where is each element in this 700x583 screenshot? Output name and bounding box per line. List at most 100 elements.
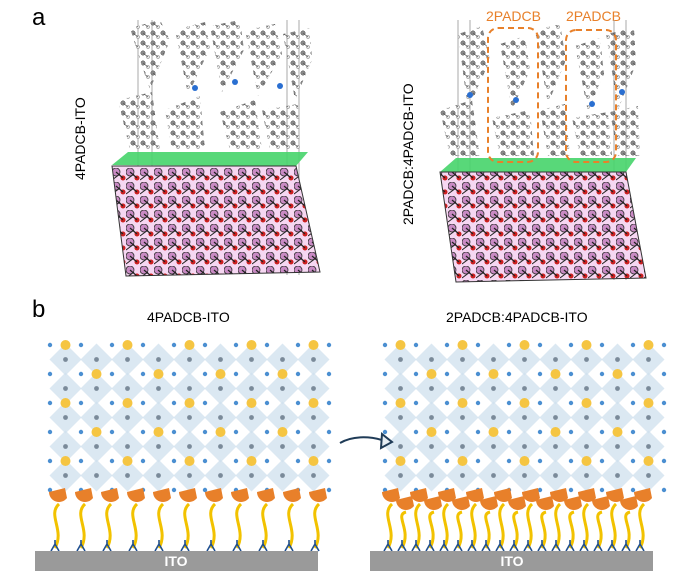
x-site-dot: [569, 401, 573, 405]
b-site-dot: [460, 357, 465, 362]
a-site-cation: [551, 369, 561, 379]
x-site-dot: [631, 430, 635, 434]
x-site-dot: [662, 430, 666, 434]
x-site-dot: [507, 430, 511, 434]
x-site-dot: [79, 372, 83, 376]
x-site-dot: [476, 401, 480, 405]
a-site-cation: [582, 398, 592, 408]
sam-headgroup: [231, 488, 249, 502]
x-site-dot: [662, 372, 666, 376]
b-site-dot: [63, 444, 68, 449]
a-site-cation: [278, 369, 288, 379]
a-site-cation: [458, 398, 468, 408]
b-site-dot: [429, 386, 434, 391]
a-site-cation: [154, 369, 164, 379]
x-site-dot: [172, 343, 176, 347]
x-site-dot: [569, 488, 573, 492]
x-site-dot: [48, 343, 52, 347]
perovskite-lattice-right: [383, 340, 666, 492]
a-site-cation: [396, 340, 406, 350]
x-site-dot: [445, 401, 449, 405]
a-site-cation: [427, 427, 437, 437]
x-site-dot: [172, 372, 176, 376]
x-site-dot: [631, 372, 635, 376]
x-site-dot: [631, 343, 635, 347]
x-site-dot: [296, 401, 300, 405]
x-site-dot: [141, 343, 145, 347]
x-site-dot: [383, 401, 387, 405]
b-site-dot: [63, 415, 68, 420]
x-site-dot: [234, 372, 238, 376]
x-site-dot: [445, 430, 449, 434]
a-site-cation: [185, 340, 195, 350]
b-site-dot: [646, 415, 651, 420]
a-site-cation: [613, 427, 623, 437]
b-site-dot: [522, 473, 527, 478]
x-site-dot: [327, 459, 331, 463]
b-site-dot: [311, 415, 316, 420]
b-site-dot: [311, 444, 316, 449]
a-site-cation: [582, 340, 592, 350]
x-site-dot: [538, 401, 542, 405]
b-site-dot: [522, 444, 527, 449]
a-site-cation: [216, 427, 226, 437]
x-site-dot: [296, 459, 300, 463]
sam-headgroup: [153, 488, 171, 502]
b-site-dot: [553, 415, 558, 420]
a-site-cation: [278, 427, 288, 437]
x-site-dot: [110, 459, 114, 463]
sam-headgroup: [179, 488, 197, 502]
x-site-dot: [234, 343, 238, 347]
x-site-dot: [569, 343, 573, 347]
b-site-dot: [311, 357, 316, 362]
sam-headgroup: [205, 488, 223, 502]
x-site-dot: [296, 372, 300, 376]
x-site-dot: [327, 372, 331, 376]
b-site-dot: [63, 386, 68, 391]
a-site-cation: [123, 398, 133, 408]
a-site-cation: [61, 456, 71, 466]
b-site-dot: [584, 357, 589, 362]
x-site-dot: [110, 430, 114, 434]
b-site-dot: [156, 444, 161, 449]
x-site-dot: [476, 459, 480, 463]
x-site-dot: [631, 401, 635, 405]
x-site-dot: [203, 343, 207, 347]
a-site-cation: [520, 456, 530, 466]
b-site-dot: [584, 473, 589, 478]
b-site-dot: [249, 357, 254, 362]
b-site-dot: [249, 473, 254, 478]
x-site-dot: [48, 430, 52, 434]
x-site-dot: [538, 343, 542, 347]
b-site-dot: [584, 386, 589, 391]
b-site-dot: [125, 386, 130, 391]
b-site-dot: [249, 415, 254, 420]
ito-lattice-left: [112, 166, 320, 276]
a-site-cation: [489, 427, 499, 437]
b-site-dot: [311, 386, 316, 391]
b-site-dot: [615, 386, 620, 391]
b-site-dot: [460, 386, 465, 391]
x-site-dot: [600, 488, 604, 492]
x-site-dot: [48, 372, 52, 376]
sam-headgroup: [75, 488, 93, 502]
b-site-dot: [94, 415, 99, 420]
x-site-dot: [327, 430, 331, 434]
x-site-dot: [327, 401, 331, 405]
panel-a-left-structure: [112, 20, 320, 276]
b-site-dot: [125, 415, 130, 420]
b-site-dot: [553, 386, 558, 391]
x-site-dot: [79, 459, 83, 463]
x-site-dot: [600, 430, 604, 434]
a-site-cation: [644, 398, 654, 408]
x-site-dot: [79, 401, 83, 405]
b-site-dot: [218, 386, 223, 391]
b-site-dot: [491, 473, 496, 478]
x-site-dot: [172, 401, 176, 405]
green-plane-right: [440, 158, 636, 172]
x-site-dot: [600, 401, 604, 405]
b-site-dot: [218, 444, 223, 449]
b-site-dot: [615, 444, 620, 449]
a-site-cation: [458, 456, 468, 466]
b-site-dot: [646, 357, 651, 362]
